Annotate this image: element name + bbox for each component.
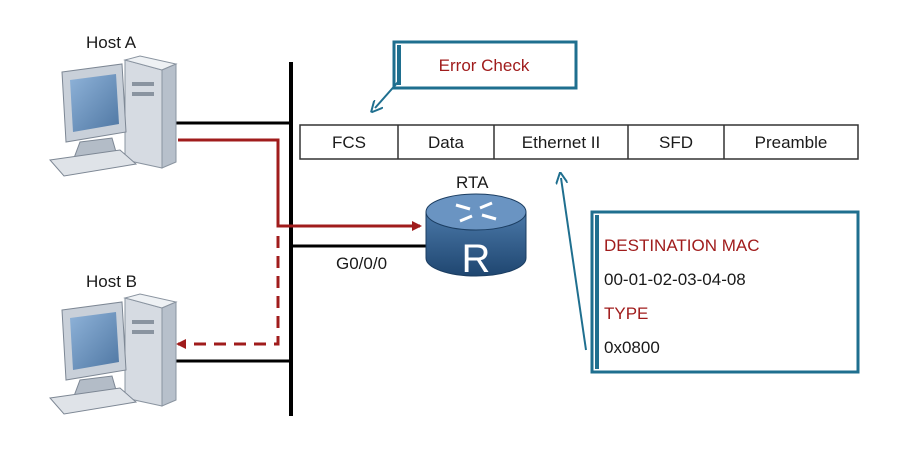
- type-value: 0x0800: [604, 338, 660, 357]
- host-b-label: Host B: [86, 272, 137, 291]
- ethernet-info-box: [590, 210, 860, 374]
- frame-path-arrow: [178, 138, 422, 231]
- frame-field-sfd: SFD: [659, 133, 693, 152]
- destination-mac-label: DESTINATION MAC: [604, 236, 760, 255]
- error-check-label: Error Check: [439, 56, 530, 75]
- frame-field-data: Data: [428, 133, 464, 152]
- router-icon: R: [425, 193, 527, 281]
- frame-field-ethernet-ii: Ethernet II: [522, 133, 600, 152]
- svg-text:R: R: [462, 237, 491, 281]
- frame-field-preamble: Preamble: [755, 133, 828, 152]
- router-name: RTA: [456, 173, 489, 192]
- host-a-label: Host A: [86, 33, 137, 52]
- router-interface-label: G0/0/0: [336, 254, 387, 273]
- host-b-computer-icon: [49, 293, 178, 415]
- ethernet-info-pointer: [561, 178, 587, 351]
- type-label: TYPE: [604, 304, 648, 323]
- drop-path-dashed-arrow: [176, 236, 280, 349]
- ethernet-frame: FCS Data Ethernet II SFD Preamble: [299, 124, 859, 160]
- destination-mac-value: 00-01-02-03-04-08: [604, 270, 746, 289]
- frame-field-fcs: FCS: [332, 133, 366, 152]
- error-check-pointer: [375, 81, 399, 108]
- error-check-callout: [392, 40, 578, 90]
- host-a-computer-icon: [49, 55, 178, 177]
